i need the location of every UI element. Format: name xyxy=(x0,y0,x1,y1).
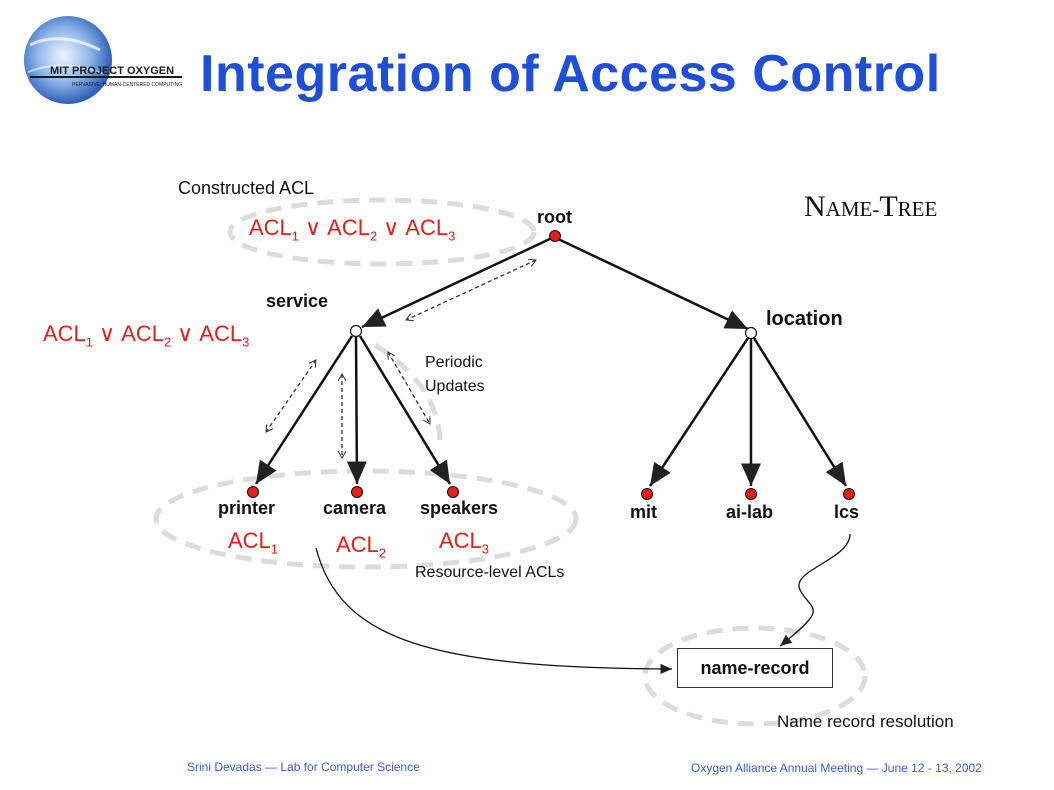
node-location xyxy=(744,326,758,340)
acl-speakers: ACL3 xyxy=(439,528,490,557)
printer-to-name-record xyxy=(315,547,673,675)
edge-root-location xyxy=(555,236,749,331)
node-printer xyxy=(247,486,259,498)
name-record-box: name-record xyxy=(677,648,833,688)
label-service: service xyxy=(266,291,329,311)
name-record-ellipse xyxy=(642,625,868,727)
constructed-acl-label: Constructed ACL xyxy=(178,178,315,198)
label-mit: mit xyxy=(630,502,657,522)
resource-acl-ellipse xyxy=(153,468,579,570)
label-camera: camera xyxy=(323,498,387,518)
node-camera xyxy=(351,486,363,498)
logo-subtext: PERVASIVE, HUMAN-CENTERED COMPUTING xyxy=(72,82,182,88)
edge-location-mit xyxy=(648,337,750,487)
periodic-label-1: Periodic xyxy=(425,354,483,371)
project-oxygen-logo: MIT PROJECT OXYGEN PERVASIVE, HUMAN-CENT… xyxy=(24,16,182,104)
edge-root-service xyxy=(361,236,553,329)
label-root: root xyxy=(537,207,572,227)
periodic-label-2: Updates xyxy=(425,378,485,395)
edge-location-lcs xyxy=(752,337,848,487)
footer-right: Oxygen Alliance Annual Meeting — June 12… xyxy=(691,761,982,775)
edge-service-camera xyxy=(346,336,367,485)
node-root xyxy=(549,230,561,242)
acl-camera: ACL2 xyxy=(336,532,387,561)
lcs-to-name-record xyxy=(779,533,851,647)
name-tree-label: NAME-TREE xyxy=(804,190,938,223)
acl-expression-service: ACL1∨ACL2∨ACL3 xyxy=(43,321,250,350)
acl-expression-root: ACL1∨ACL2∨ACL3 xyxy=(249,215,456,244)
page-title: Integration of Access Control xyxy=(200,45,941,103)
label-speakers: speakers xyxy=(420,498,499,518)
resource-level-label: Resource-level ACLs xyxy=(415,564,565,581)
node-lcs xyxy=(843,488,855,500)
label-printer: printer xyxy=(218,498,276,518)
label-location: location xyxy=(766,308,843,330)
acl-printer: ACL1 xyxy=(228,528,279,557)
logo-text: MIT PROJECT OXYGEN xyxy=(50,65,174,77)
footer-left: Srini Devadas — Lab for Computer Science xyxy=(187,760,420,774)
node-speakers xyxy=(447,486,459,498)
label-ai-lab: ai-lab xyxy=(726,502,774,522)
update-arrow-root xyxy=(406,260,536,320)
edge-service-printer xyxy=(254,335,354,485)
update-arrow-printer xyxy=(266,360,316,432)
constructed-acl-ellipse xyxy=(227,197,537,267)
label-lcs: lcs xyxy=(834,502,860,522)
name-record-resolution-label: Name record resolution xyxy=(777,712,954,731)
node-ai-lab xyxy=(745,488,757,500)
node-service xyxy=(349,324,363,338)
node-mit xyxy=(641,488,653,500)
